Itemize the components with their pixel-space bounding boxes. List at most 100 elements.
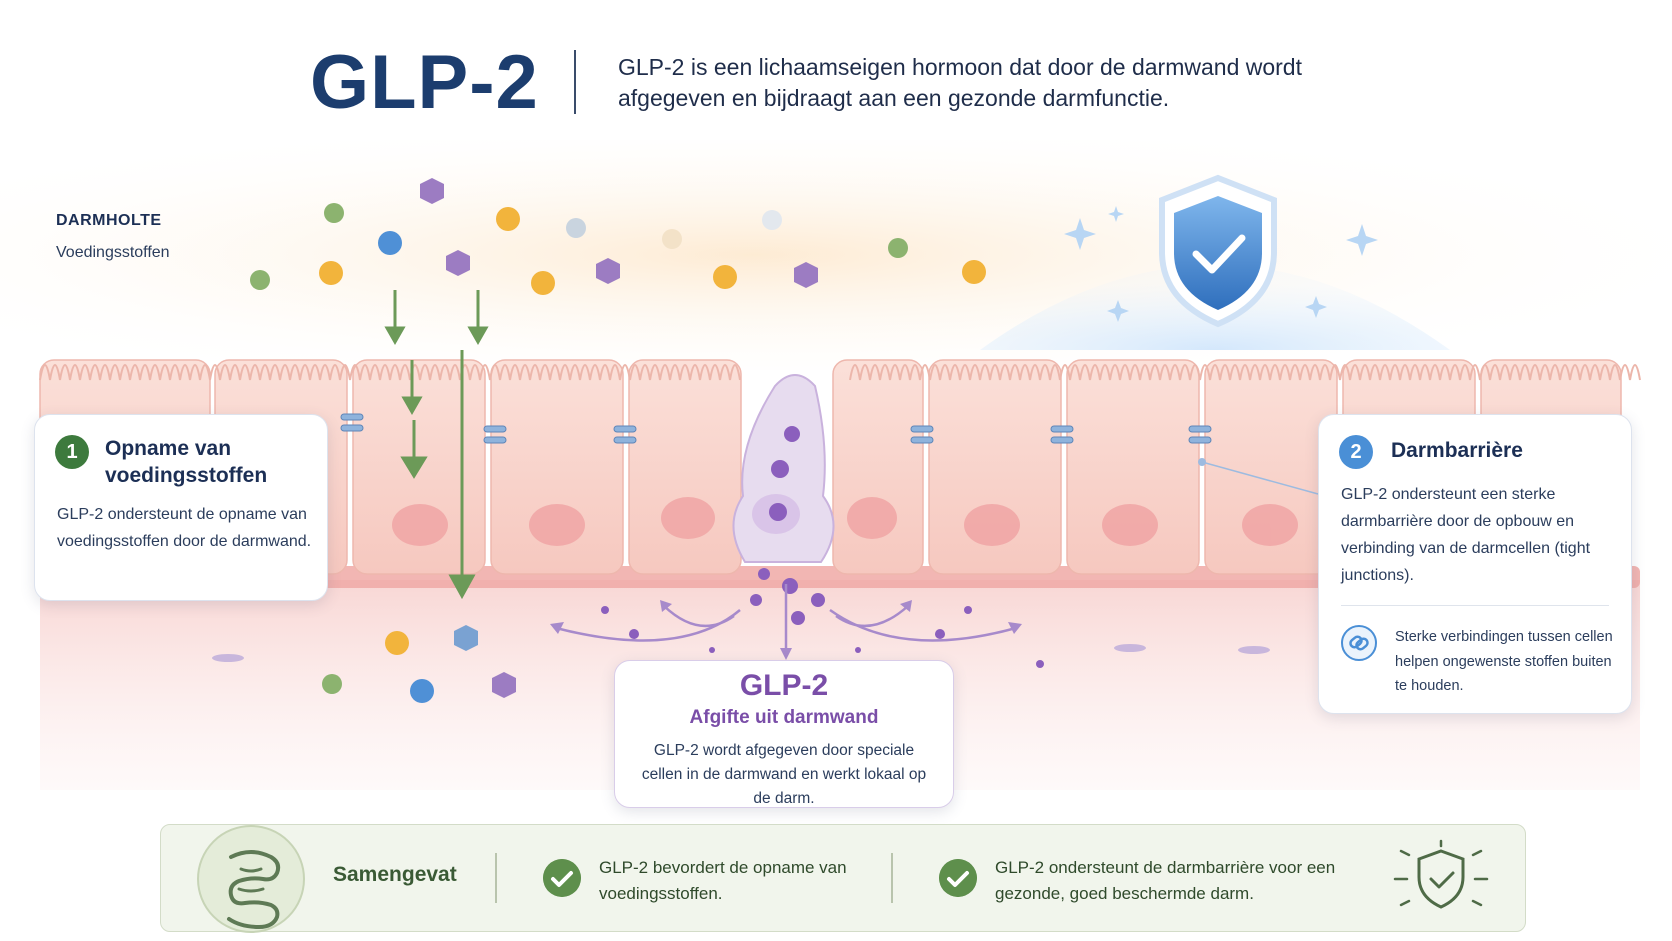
sparkle [1107, 300, 1129, 322]
summary-point-barrier: GLP-2 ondersteunt de darmbarrière voor e… [995, 858, 1336, 903]
card2-connector-dot [1198, 458, 1206, 466]
nutrient-particle [888, 238, 908, 258]
glp2-release-card: GLP-2 Afgifte uit darmwand GLP-2 wordt a… [614, 660, 954, 808]
card-body: GLP-2 wordt afgegeven door speciale cell… [641, 742, 927, 807]
epithelial-cell [1066, 359, 1200, 575]
sparkle [1305, 296, 1327, 318]
cell-nucleus [661, 497, 715, 539]
absorbed-particle [1238, 646, 1270, 654]
absorbed-particle [1114, 644, 1146, 652]
epithelial-cell [490, 359, 624, 575]
glp2-granule [964, 606, 972, 614]
title-divider [574, 50, 576, 114]
sparkles [1064, 206, 1378, 322]
card-note: Sterke verbindingen tussen cellen helpen… [1395, 629, 1613, 694]
nutrient-particle [324, 203, 344, 223]
tight-junction [483, 436, 507, 444]
card-title: Darmbarrière [1391, 439, 1523, 462]
cell-nucleus [964, 504, 1020, 546]
absorbed-particle [322, 674, 342, 694]
card-body: GLP-2 ondersteunt een sterke darmbarrièr… [1341, 486, 1591, 584]
glp2-diffusion-arrows [555, 584, 1017, 650]
nutrient-particle [962, 260, 986, 284]
epithelial-cell [832, 359, 924, 575]
absorption-arrowhead [384, 326, 406, 346]
lumen-label: DARMHOLTE [56, 212, 162, 229]
card2-connector-line [1201, 461, 1319, 495]
card-body: GLP-2 ondersteunt de opname van voedings… [57, 506, 312, 550]
nutrient-particle [531, 271, 555, 295]
cell-nucleus [1102, 504, 1158, 546]
arrowhead [660, 600, 672, 612]
absorption-arrowhead [400, 456, 428, 479]
absorption-arrowhead [448, 574, 476, 600]
card-title: Opname van voedingsstoffen [105, 437, 268, 487]
sparkle [1346, 224, 1378, 256]
summary-label: Samengevat [333, 863, 457, 886]
card-subtitle: Afgifte uit darmwand [689, 707, 879, 728]
absorbed-particle [410, 679, 434, 703]
microvilli-brush-border [39, 364, 741, 381]
nutrient-particle [496, 207, 520, 231]
glp2-granule [855, 647, 861, 653]
glp2-granule [769, 503, 787, 521]
glp2-granules [601, 426, 1044, 668]
tight-junction [910, 425, 934, 433]
step-number-badge: 2 [1339, 435, 1373, 469]
page-title: GLP-2 [310, 40, 539, 125]
tight-junction [1050, 436, 1074, 444]
tight-junction [1188, 436, 1212, 444]
absorbed-particle [492, 672, 516, 698]
glp2-granule [935, 629, 945, 639]
epithelial-cell [628, 359, 742, 575]
nutrient-particle [596, 258, 620, 284]
absorption-arrowhead [401, 396, 423, 416]
diffusion-arrow [835, 605, 909, 628]
glp2-granule [750, 594, 762, 606]
step-number-badge: 1 [55, 435, 89, 469]
cell-nucleus [1242, 504, 1298, 546]
card-divider [1341, 605, 1609, 606]
absorption-arrowhead [467, 326, 489, 346]
summary-point-absorption: GLP-2 bevordert de opname van voedingsst… [599, 858, 847, 903]
card-title: GLP-2 [739, 669, 829, 702]
tight-junction [340, 424, 364, 432]
glp2-granule [709, 647, 715, 653]
nutrients-label: Voedingsstoffen [56, 244, 170, 261]
shield-check-icon [1393, 839, 1489, 909]
nutrient-particle [250, 270, 270, 290]
summary-divider [495, 853, 497, 903]
shield-check-icon [1159, 174, 1277, 328]
summary-bar: Samengevat GLP-2 bevordert de opname van… [160, 824, 1526, 933]
glp2-granule [811, 593, 825, 607]
glp2-arrowheads [550, 600, 1022, 660]
nutrient-particles [250, 178, 986, 295]
arrowhead [550, 622, 564, 634]
nutrient-particle [378, 231, 402, 255]
glp2-granule [771, 460, 789, 478]
shield-inner [1174, 196, 1262, 310]
arrowhead [900, 600, 912, 612]
nutrient-particle [420, 178, 444, 204]
link-icon [1341, 625, 1377, 661]
nutrient-particle [319, 261, 343, 285]
microvilli-brush-border [849, 364, 1641, 381]
nutrient-particle [762, 210, 782, 230]
cell-nucleus [392, 504, 448, 546]
absorbed-particle [385, 631, 409, 655]
tight-junction [1188, 425, 1212, 433]
diffusion-arrow [663, 605, 735, 628]
tight-junction [1050, 425, 1074, 433]
sparkle [1108, 206, 1124, 222]
barrier-card: 2 Darmbarrière GLP-2 ondersteunt een ste… [1318, 414, 1632, 714]
glp2-granule [601, 606, 609, 614]
tight-junction [613, 425, 637, 433]
diffusion-arrow [829, 608, 1017, 642]
cell-nucleus [529, 504, 585, 546]
tight-junction [613, 436, 637, 444]
sparkle [1064, 218, 1096, 250]
glp2-granule [1036, 660, 1044, 668]
tight-junction [340, 413, 364, 421]
glp2-granule [758, 568, 770, 580]
nutrient-particle [662, 229, 682, 249]
